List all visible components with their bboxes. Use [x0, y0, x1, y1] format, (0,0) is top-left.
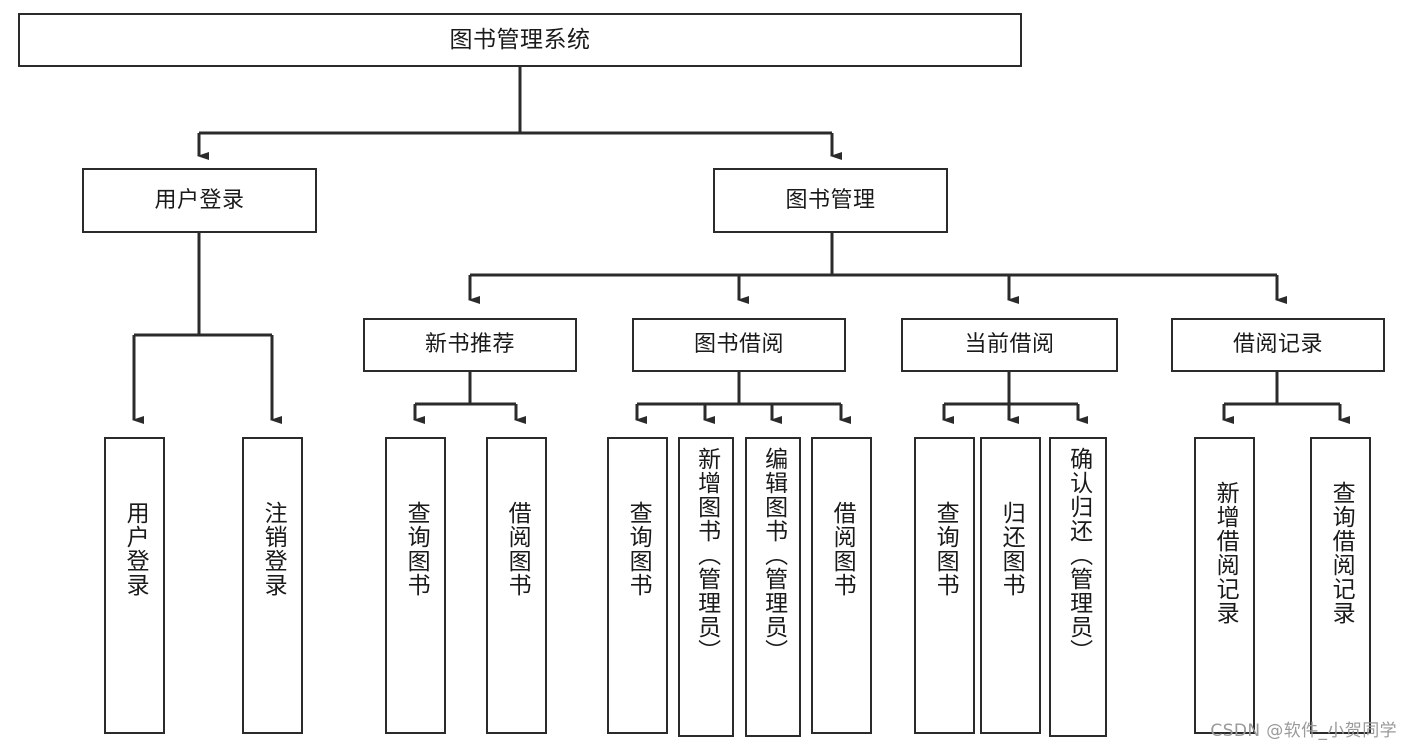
leaf-user-login-login[interactable]: 用户登录 [104, 437, 165, 734]
node-label: 图书借阅 [693, 332, 784, 358]
node-label: 注销登录 [260, 501, 287, 597]
node-label: 新增借阅记录 [1212, 481, 1239, 625]
node-label: 新增图书（管理员） [693, 447, 720, 663]
node-book-management-system[interactable]: 图书管理系统 [18, 13, 1022, 67]
node-label: 用户登录 [154, 187, 245, 213]
leaf-record-add-record[interactable]: 新增借阅记录 [1194, 437, 1255, 734]
leaf-current-return-book[interactable]: 归还图书 [980, 437, 1041, 734]
node-label: 归还图书 [998, 501, 1025, 597]
node-label: 借阅图书 [829, 501, 856, 597]
node-label: 查询图书 [932, 501, 959, 597]
leaf-recommend-query-book[interactable]: 查询图书 [385, 437, 446, 734]
node-label: 新书推荐 [424, 332, 515, 358]
node-label: 图书管理系统 [449, 26, 591, 53]
leaf-user-login-logout[interactable]: 注销登录 [242, 437, 303, 734]
leaf-borrow-query-book[interactable]: 查询图书 [607, 437, 668, 734]
node-label: 查询图书 [403, 501, 430, 597]
leaf-borrow-add-book-admin[interactable]: 新增图书（管理员） [678, 437, 734, 737]
node-label: 用户登录 [122, 501, 149, 597]
node-current-borrow[interactable]: 当前借阅 [901, 318, 1118, 372]
leaf-recommend-borrow-book[interactable]: 借阅图书 [486, 437, 547, 734]
node-label: 查询借阅记录 [1328, 481, 1355, 625]
node-book-borrow[interactable]: 图书借阅 [632, 318, 846, 372]
node-new-book-recommend[interactable]: 新书推荐 [363, 318, 577, 372]
node-label: 借阅记录 [1232, 332, 1323, 358]
node-user-login[interactable]: 用户登录 [82, 168, 317, 233]
node-label: 查询图书 [625, 501, 652, 597]
node-label: 编辑图书（管理员） [760, 447, 787, 663]
node-label: 当前借阅 [964, 332, 1055, 358]
leaf-borrow-edit-book-admin[interactable]: 编辑图书（管理员） [745, 437, 801, 737]
node-label: 借阅图书 [504, 501, 531, 597]
leaf-borrow-borrow-book[interactable]: 借阅图书 [811, 437, 872, 734]
node-borrow-record[interactable]: 借阅记录 [1171, 318, 1385, 372]
leaf-record-query-record[interactable]: 查询借阅记录 [1310, 437, 1371, 734]
leaf-current-query-book[interactable]: 查询图书 [914, 437, 975, 734]
node-label: 图书管理 [785, 187, 876, 213]
node-book-management[interactable]: 图书管理 [713, 168, 948, 233]
leaf-current-confirm-return-admin[interactable]: 确认归还（管理员） [1049, 437, 1107, 737]
node-label: 确认归还（管理员） [1065, 447, 1092, 663]
